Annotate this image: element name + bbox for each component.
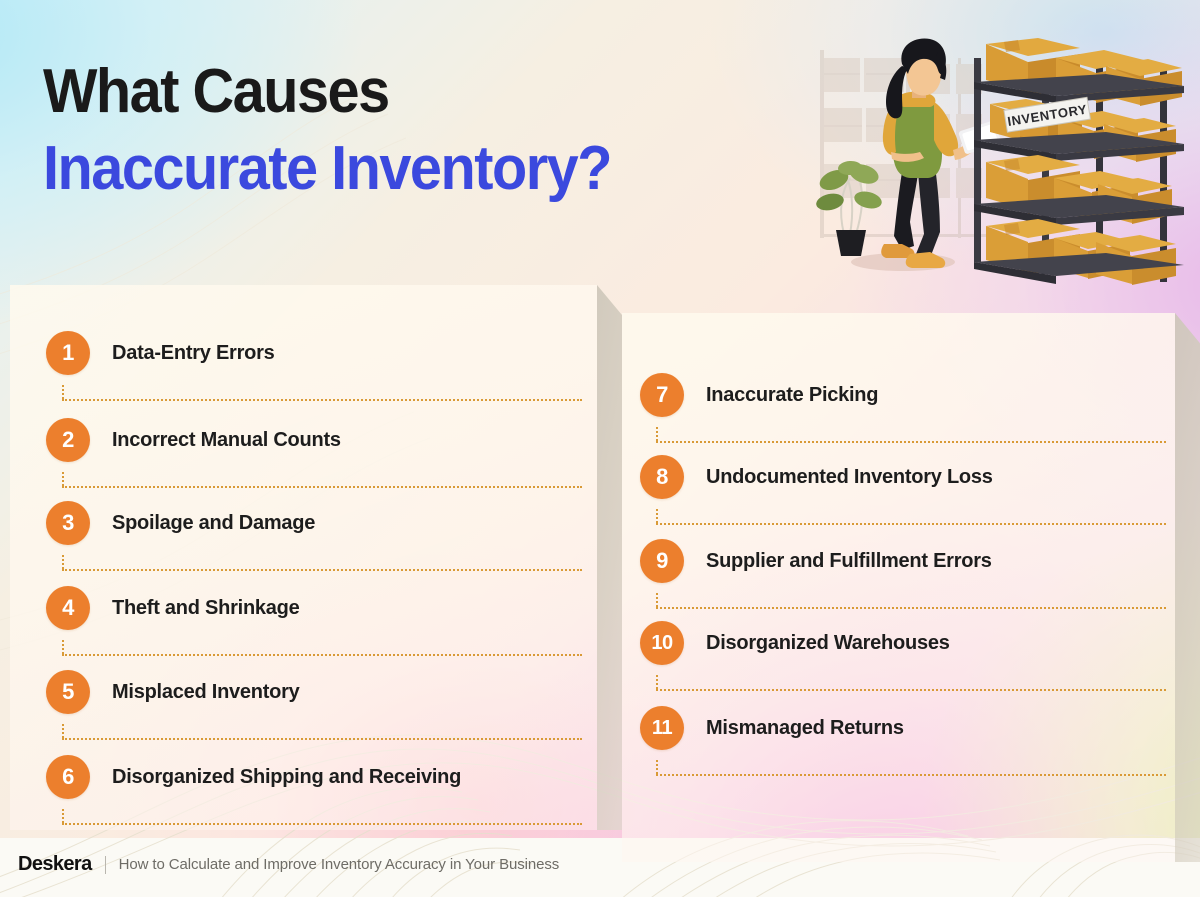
item-number-badge: 10 [640, 621, 684, 665]
item-number-badge: 3 [46, 501, 90, 545]
separator-tick [62, 555, 64, 569]
separator-rule [62, 486, 582, 488]
separator-tick [62, 809, 64, 823]
item-separator [62, 555, 582, 577]
header: What Causes Inaccurate Inventory? [43, 57, 803, 203]
list-item[interactable]: 10 Disorganized Warehouses [640, 621, 950, 665]
causes-list-left: 1 Data-Entry Errors 2 Incorrect Manual C… [10, 285, 597, 830]
item-number-badge: 9 [640, 539, 684, 583]
item-label: Misplaced Inventory [112, 680, 300, 703]
item-separator [656, 427, 1166, 449]
item-label: Undocumented Inventory Loss [706, 465, 993, 488]
causes-list-right: 7 Inaccurate Picking 8 Undocumented Inve… [622, 313, 1175, 862]
list-item[interactable]: 7 Inaccurate Picking [640, 373, 879, 417]
separator-rule [656, 774, 1166, 776]
page-title-line1: What Causes [43, 57, 390, 126]
item-label: Mismanaged Returns [706, 716, 904, 739]
separator-rule [62, 654, 582, 656]
item-separator [656, 509, 1166, 531]
item-label: Theft and Shrinkage [112, 596, 300, 619]
separator-tick [62, 724, 64, 738]
causes-card-right: 7 Inaccurate Picking 8 Undocumented Inve… [622, 313, 1175, 862]
separator-tick [656, 509, 658, 523]
item-label: Supplier and Fulfillment Errors [706, 549, 992, 572]
separator-rule [62, 823, 582, 825]
item-number-badge: 2 [46, 418, 90, 462]
separator-rule [62, 569, 582, 571]
item-number-badge: 4 [46, 586, 90, 630]
footer: Deskera How to Calculate and Improve Inv… [18, 853, 559, 876]
item-number-badge: 1 [46, 331, 90, 375]
separator-rule [62, 399, 582, 401]
separator-rule [656, 523, 1166, 525]
item-label: Incorrect Manual Counts [112, 428, 341, 451]
item-separator [62, 472, 582, 494]
separator-tick [656, 675, 658, 689]
list-item[interactable]: 2 Incorrect Manual Counts [46, 418, 341, 462]
list-item[interactable]: 3 Spoilage and Damage [46, 501, 315, 545]
item-number-badge: 11 [640, 706, 684, 750]
item-separator [62, 809, 582, 831]
item-number-badge: 5 [46, 670, 90, 714]
separator-rule [62, 738, 582, 740]
separator-tick [62, 640, 64, 654]
warehouse-worker-inventory-illustration: INVENTORY [816, 38, 1184, 285]
list-item[interactable]: 1 Data-Entry Errors [46, 331, 275, 375]
page-title-line2: Inaccurate Inventory? [43, 133, 612, 203]
item-separator [656, 593, 1166, 615]
item-number-badge: 7 [640, 373, 684, 417]
brand-logo[interactable]: Deskera [18, 853, 92, 875]
separator-tick [656, 760, 658, 774]
list-item[interactable]: 4 Theft and Shrinkage [46, 586, 300, 630]
footer-divider [104, 855, 106, 874]
list-item[interactable]: 8 Undocumented Inventory Loss [640, 455, 993, 499]
item-label: Disorganized Warehouses [706, 631, 950, 654]
separator-tick [62, 385, 64, 399]
list-item[interactable]: 11 Mismanaged Returns [640, 706, 904, 750]
separator-tick [62, 472, 64, 486]
item-separator [656, 675, 1166, 697]
separator-rule [656, 607, 1166, 609]
separator-tick [656, 427, 658, 441]
item-label: Inaccurate Picking [706, 383, 879, 406]
item-separator [62, 640, 582, 662]
footer-tagline: How to Calculate and Improve Inventory A… [118, 856, 560, 873]
causes-card-left: 1 Data-Entry Errors 2 Incorrect Manual C… [10, 285, 597, 830]
separator-tick [656, 593, 658, 607]
separator-rule [656, 689, 1166, 691]
item-label: Spoilage and Damage [112, 511, 316, 534]
item-number-badge: 6 [46, 755, 90, 799]
item-label: Disorganized Shipping and Receiving [112, 765, 462, 788]
list-item[interactable]: 9 Supplier and Fulfillment Errors [640, 539, 992, 583]
item-label: Data-Entry Errors [112, 341, 275, 364]
separator-rule [656, 441, 1166, 443]
item-separator [656, 760, 1166, 782]
list-item[interactable]: 6 Disorganized Shipping and Receiving [46, 755, 461, 799]
list-item[interactable]: 5 Misplaced Inventory [46, 670, 300, 714]
item-separator [62, 724, 582, 746]
item-number-badge: 8 [640, 455, 684, 499]
item-separator [62, 385, 582, 407]
